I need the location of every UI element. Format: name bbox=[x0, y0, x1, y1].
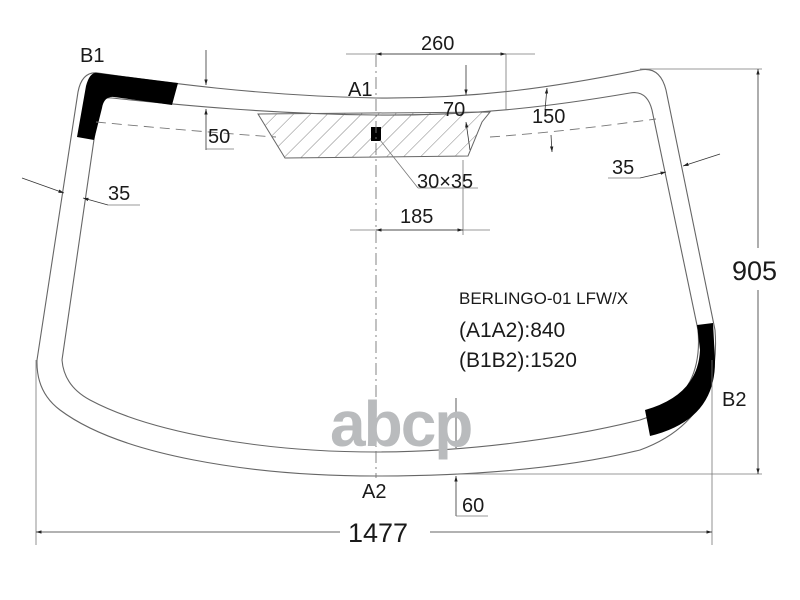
dim-sensor-half: 185 bbox=[400, 206, 434, 228]
dim-right-border: 35 bbox=[612, 157, 635, 179]
dim-mount-size: 30×35 bbox=[417, 171, 474, 193]
label-a2: A2 bbox=[362, 481, 387, 503]
dim-band-height: 150 bbox=[532, 106, 566, 128]
black-print-b2 bbox=[645, 323, 716, 436]
label-a1: A1 bbox=[348, 79, 373, 101]
dim-sensor-depth: 70 bbox=[443, 99, 466, 121]
label-b2: B2 bbox=[722, 389, 747, 411]
watermark-logo: abcp bbox=[330, 388, 473, 460]
label-b1: B1 bbox=[80, 45, 105, 67]
dim-top-border: 50 bbox=[208, 126, 231, 148]
black-print-b1 bbox=[77, 72, 178, 140]
mount-block bbox=[371, 127, 381, 141]
dim-bottom-border: 60 bbox=[462, 495, 485, 517]
dim-sensor-offset: 260 bbox=[421, 33, 455, 55]
model-name: BERLINGO-01 LFW/X bbox=[459, 289, 629, 308]
dim-left-border: 35 bbox=[108, 183, 131, 205]
a1a2-measure: (A1A2):840 bbox=[459, 319, 566, 342]
dim-width: 1477 bbox=[348, 518, 409, 548]
b1b2-measure: (B1B2):1520 bbox=[459, 349, 577, 372]
dim-height: 905 bbox=[732, 256, 778, 286]
glass-outer-contour bbox=[36, 68, 717, 477]
